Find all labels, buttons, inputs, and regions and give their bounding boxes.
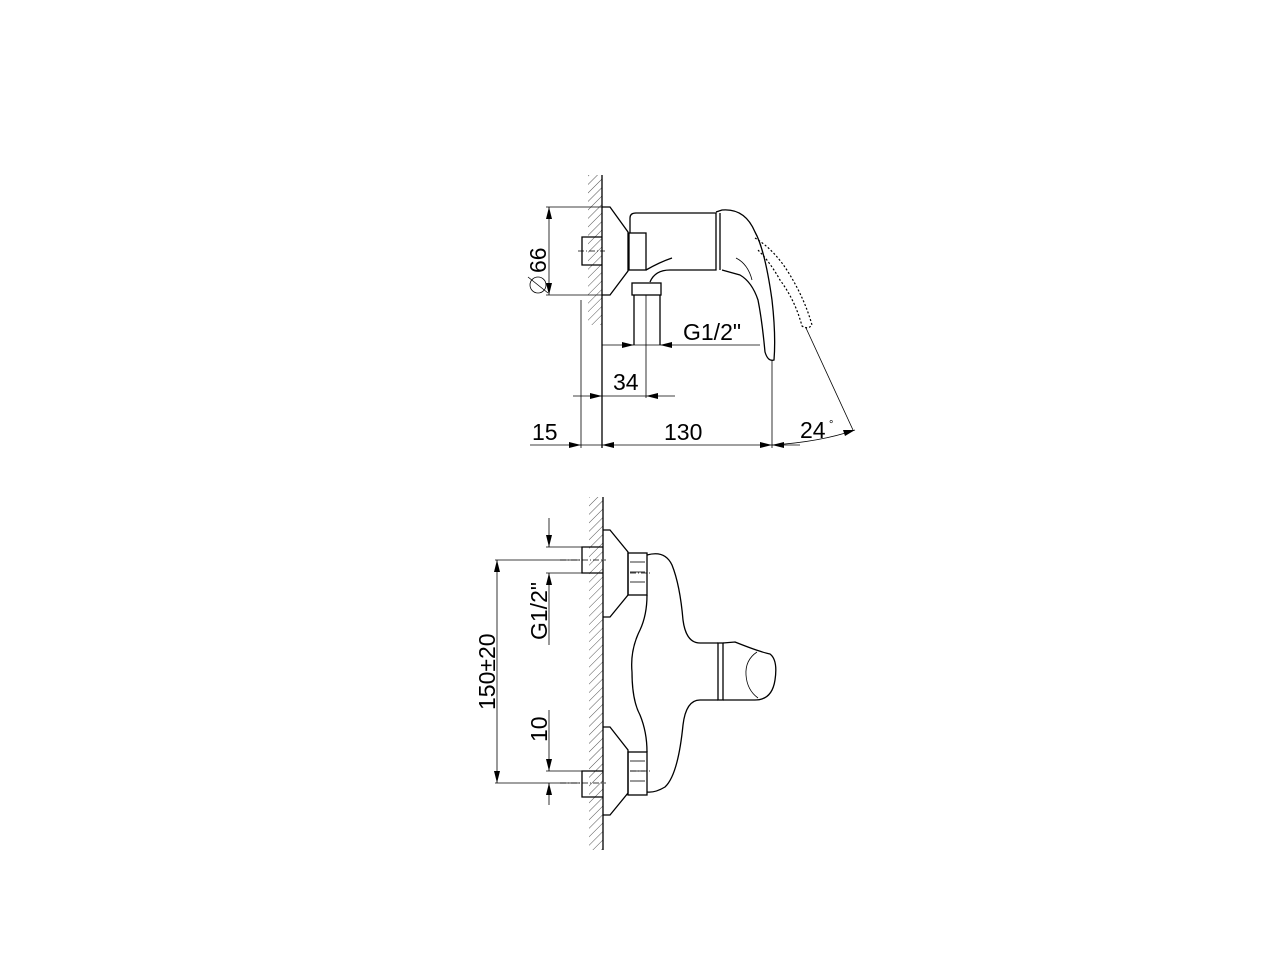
mixer-body (646, 553, 718, 793)
lever-handle (715, 209, 776, 361)
nut (628, 232, 647, 271)
angle-unit: ° (829, 419, 833, 431)
arrow (760, 442, 772, 448)
arrow (546, 573, 552, 585)
handle-alt-position (754, 237, 813, 329)
offset-label: 34 (613, 369, 639, 395)
wall-hatch (589, 497, 603, 850)
arrow (622, 342, 634, 348)
diameter-slash (527, 276, 549, 294)
arrow (546, 783, 552, 795)
arrow (660, 342, 672, 348)
angle-label: 24 (800, 417, 826, 443)
front-view: 150±20 G1/2" 10 (474, 497, 777, 850)
arrow (590, 393, 602, 399)
rosette-bottom (603, 726, 629, 816)
lever-handle (722, 641, 777, 701)
pipe-stub-bottom (581, 770, 603, 798)
body-detail (645, 257, 673, 271)
center-distance-label: 150±20 (474, 633, 500, 710)
handle-tip (745, 651, 759, 699)
rosette (602, 206, 629, 296)
arrow (843, 430, 855, 436)
handle-detail (735, 257, 753, 281)
side-view: 66 G1/2" 34 15 130 24 ° (525, 175, 856, 448)
thread-label: G1/2" (526, 582, 552, 640)
mixer-body (629, 212, 717, 283)
arrow (494, 771, 500, 783)
arrow (546, 759, 552, 771)
outlet-fitting (631, 282, 662, 296)
arrow (569, 442, 581, 448)
arrow (546, 283, 552, 295)
arrow (772, 442, 784, 448)
body-inner-curve (631, 594, 648, 753)
wall-label: 15 (532, 419, 558, 445)
rosette-top (603, 529, 629, 618)
arrow (602, 442, 614, 448)
diameter-label: 66 (525, 247, 551, 294)
arrow (646, 393, 658, 399)
nut-bottom (627, 751, 648, 796)
arrow (494, 560, 500, 572)
arrow (546, 207, 552, 219)
angle-line (805, 327, 854, 431)
nut-top (627, 552, 648, 596)
handle-flange (717, 642, 724, 701)
depth-label: 130 (664, 419, 702, 445)
diameter-icon (529, 276, 547, 294)
diameter-value: 66 (525, 247, 551, 273)
adjust-label: 10 (526, 716, 552, 742)
arrow (546, 535, 552, 547)
thread-label: G1/2" (683, 319, 741, 345)
wall-hatch (588, 175, 602, 325)
